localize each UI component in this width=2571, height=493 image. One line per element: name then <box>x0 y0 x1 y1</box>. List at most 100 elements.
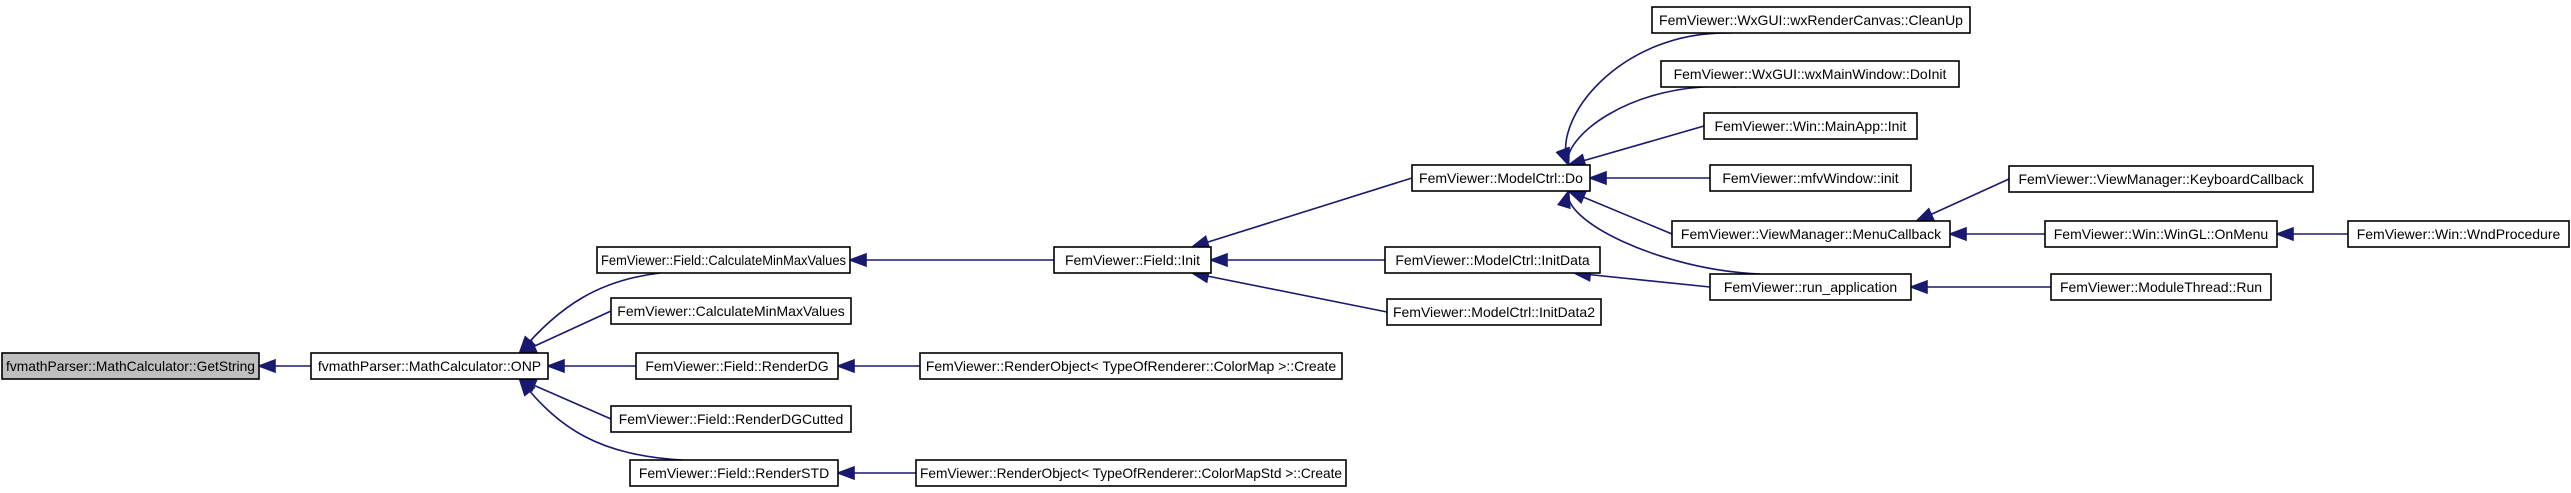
node-box[interactable] <box>1709 273 1912 301</box>
node-n6[interactable]: FemViewer::Field::RenderSTD <box>629 459 839 487</box>
node-n19[interactable]: FemViewer::ViewManager::KeyboardCallback <box>2008 165 2314 193</box>
edge-n7-to-n2 <box>847 252 1054 268</box>
node-n8[interactable]: FemViewer::RenderObject< TypeOfRenderer:… <box>919 352 1343 380</box>
node-n17[interactable]: FemViewer::ViewManager::MenuCallback <box>1671 220 1951 248</box>
node-box[interactable] <box>2050 273 2272 301</box>
node-box[interactable] <box>915 459 1347 487</box>
edge-n6-to-n1 <box>518 377 683 461</box>
node-box[interactable] <box>1651 6 1971 34</box>
edge-n22-to-n20 <box>2274 226 2348 242</box>
arrowhead <box>835 465 855 481</box>
node-label: FemViewer::ModelCtrl::Do <box>1419 170 1583 186</box>
node-box[interactable] <box>629 459 839 487</box>
edge-line <box>1567 190 1761 275</box>
arrowhead <box>1908 279 1928 295</box>
node-n21[interactable]: FemViewer::ModuleThread::Run <box>2050 273 2272 301</box>
edge-n8-to-n4 <box>835 358 920 374</box>
edge-line <box>1192 272 1388 313</box>
node-label: FemViewer::ModelCtrl::InitData2 <box>1393 304 1595 320</box>
edge-n18-to-n10 <box>1556 188 1761 275</box>
edge-line <box>1574 272 1711 288</box>
node-n5[interactable]: FemViewer::Field::RenderDGCutted <box>610 405 852 433</box>
node-box[interactable] <box>1411 164 1591 192</box>
edge-n9-to-n6 <box>835 465 916 481</box>
node-label: FemViewer::Field::RenderSTD <box>639 465 829 481</box>
node-n14[interactable]: FemViewer::WxGUI::wxMainWindow::DoInit <box>1660 60 1960 88</box>
node-n13[interactable]: FemViewer::WxGUI::wxRenderCanvas::CleanU… <box>1651 6 1971 34</box>
node-box[interactable] <box>635 352 839 380</box>
node-box[interactable] <box>596 246 851 274</box>
edge-n19-to-n17 <box>1914 178 2010 222</box>
node-box[interactable] <box>1053 246 1212 274</box>
node-label: FemViewer::mfvWindow::init <box>1722 170 1898 186</box>
node-label: FemViewer::CalculateMinMaxValues <box>617 303 844 319</box>
node-box[interactable] <box>610 297 852 325</box>
arrowhead <box>1914 207 1935 222</box>
node-n0[interactable]: fvmathParser::MathCalculator::GetString <box>1 352 260 380</box>
edges <box>256 32 2348 481</box>
node-box[interactable] <box>2044 220 2278 248</box>
root-node-box[interactable] <box>1 352 260 380</box>
node-box[interactable] <box>1384 246 1601 274</box>
node-box[interactable] <box>1660 60 1960 88</box>
node-n3[interactable]: FemViewer::CalculateMinMaxValues <box>610 297 852 325</box>
node-box[interactable] <box>610 405 852 433</box>
node-n10[interactable]: FemViewer::ModelCtrl::Do <box>1411 164 1591 192</box>
node-n7[interactable]: FemViewer::Field::Init <box>1053 246 1212 274</box>
arrowhead <box>1587 170 1607 186</box>
edge-n11-to-n7 <box>1208 252 1385 268</box>
node-label: FemViewer::WxGUI::wxRenderCanvas::CleanU… <box>1659 12 1963 28</box>
edge-line <box>518 272 661 354</box>
node-n16[interactable]: FemViewer::mfvWindow::init <box>1709 164 1912 192</box>
node-n4[interactable]: FemViewer::Field::RenderDG <box>635 352 839 380</box>
arrowhead <box>545 358 565 374</box>
edge-n17-to-n10 <box>1566 190 1673 235</box>
node-label: FemViewer::Win::MainApp::Init <box>1715 118 1907 134</box>
node-label: FemViewer::ViewManager::KeyboardCallback <box>2018 171 2304 187</box>
node-box[interactable] <box>310 352 549 380</box>
arrowhead <box>1556 188 1571 210</box>
edge-n16-to-n10 <box>1587 170 1710 186</box>
node-n1[interactable]: fvmathParser::MathCalculator::ONP <box>310 352 549 380</box>
node-box[interactable] <box>2008 165 2314 193</box>
node-label: FemViewer::Field::RenderDG <box>645 358 828 374</box>
node-n22[interactable]: FemViewer::Win::WndProcedure <box>2347 220 2570 248</box>
arrowhead <box>256 358 276 374</box>
arrowhead <box>1566 190 1587 205</box>
edge-n15-to-n10 <box>1566 125 1705 168</box>
edge-line <box>1916 178 2010 222</box>
node-n2[interactable]: FemViewer::Field::CalculateMinMaxValues <box>596 246 851 274</box>
edge-n20-to-n17 <box>1947 226 2045 242</box>
node-label: FemViewer::ModelCtrl::InitData <box>1395 252 1589 268</box>
node-box[interactable] <box>919 352 1343 380</box>
node-box[interactable] <box>1386 298 1602 326</box>
node-box[interactable] <box>1671 220 1951 248</box>
node-label: fvmathParser::MathCalculator::ONP <box>318 358 541 374</box>
node-box[interactable] <box>2347 220 2570 248</box>
node-n18[interactable]: FemViewer::run_application <box>1709 273 1912 301</box>
node-label: fvmathParser::MathCalculator::GetString <box>6 358 255 374</box>
edge-n21-to-n18 <box>1908 279 2051 295</box>
node-n11[interactable]: FemViewer::ModelCtrl::InitData <box>1384 246 1601 274</box>
node-n12[interactable]: FemViewer::ModelCtrl::InitData2 <box>1386 298 1602 326</box>
arrowhead <box>1208 252 1228 268</box>
edge-line <box>1568 125 1705 166</box>
arrowhead <box>518 377 536 397</box>
edge-n10-to-n7 <box>1189 177 1413 249</box>
node-n15[interactable]: FemViewer::Win::MainApp::Init <box>1703 112 1918 140</box>
node-label: FemViewer::ViewManager::MenuCallback <box>1681 226 1942 242</box>
edge-line <box>518 378 683 461</box>
node-label: FemViewer::Field::CalculateMinMaxValues <box>601 252 846 268</box>
node-label: FemViewer::ModuleThread::Run <box>2060 279 2262 295</box>
node-n20[interactable]: FemViewer::Win::WinGL::OnMenu <box>2044 220 2278 248</box>
arrowhead <box>835 358 855 374</box>
node-box[interactable] <box>1703 112 1918 140</box>
edge-n4-to-n1 <box>545 358 636 374</box>
arrowhead <box>1556 146 1570 168</box>
node-n9[interactable]: FemViewer::RenderObject< TypeOfRenderer:… <box>915 459 1347 487</box>
node-label: FemViewer::Win::WinGL::OnMenu <box>2054 226 2268 242</box>
node-box[interactable] <box>1709 164 1912 192</box>
arrowhead <box>2274 226 2294 242</box>
